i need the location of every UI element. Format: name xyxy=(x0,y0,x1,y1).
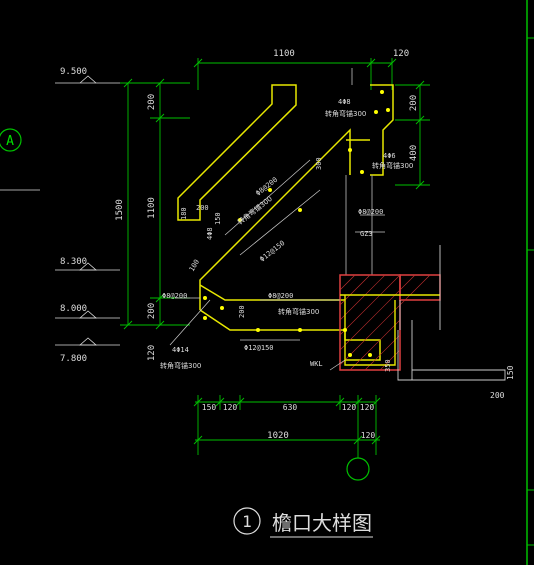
dim-200-top: 200 xyxy=(147,94,157,110)
lower-slab xyxy=(397,245,506,381)
dim-150-bottom: 150 xyxy=(202,403,217,412)
label-rebar-top-note: 转角弯锚300 xyxy=(325,109,366,118)
dim-120-bottom-b: 120 xyxy=(342,403,357,412)
elevation-8000: 8.000 xyxy=(60,304,87,314)
label-slope-bottom: Φ12@150 xyxy=(258,239,286,263)
dim-120-top: 120 xyxy=(393,49,409,59)
lower-axis-bubble xyxy=(346,457,370,481)
column-gz3 xyxy=(345,68,373,275)
rebar-dots xyxy=(203,90,390,357)
bottom-dimension-lines xyxy=(193,395,381,458)
label-horiz-c: Φ12@150 xyxy=(244,344,274,352)
elevation-9500: 9.500 xyxy=(60,67,87,77)
dim-120-bottom-d: 120 xyxy=(361,431,376,440)
label-beam: WKL xyxy=(310,360,323,368)
dim-1100-left: 1100 xyxy=(147,197,157,219)
label-left-b: 4Φ8 xyxy=(206,227,214,240)
elevation-8300: 8.300 xyxy=(60,257,87,267)
dim-150-right: 150 xyxy=(506,365,515,380)
right-dimension-lines xyxy=(395,80,430,190)
dim-120-bottom-a: 120 xyxy=(223,403,238,412)
dim-630-bottom: 630 xyxy=(283,403,298,412)
elevation-markers xyxy=(55,75,120,346)
dim-200-right: 200 xyxy=(409,95,419,111)
label-rebar-mid-note: 转角弯锚300 xyxy=(372,161,413,170)
dim-1020-bottom: 1020 xyxy=(267,431,289,441)
beam-hatch xyxy=(339,274,441,371)
dim-1500: 1500 xyxy=(115,199,125,221)
label-horiz-a: Φ8@200 xyxy=(268,292,293,300)
detail-number-circle xyxy=(233,507,261,535)
label-slope-top-b: 转角弯锚300 xyxy=(236,194,274,227)
dim-200-lower-right: 200 xyxy=(490,391,505,400)
dim-300-small: 300 xyxy=(315,157,323,170)
dim-180-small: 180 xyxy=(180,207,188,220)
label-bottom-b: 转角弯锚300 xyxy=(160,361,201,370)
label-rebar-top: 4Φ8 xyxy=(338,98,351,106)
drawing-title-block: 1 檐口大样图 xyxy=(233,507,373,538)
elevation-7800: 7.800 xyxy=(60,354,87,364)
dim-150-small: 150 xyxy=(214,212,222,225)
dim-200-small-a: 200 xyxy=(196,204,209,212)
detail-number: 1 xyxy=(242,512,252,531)
dim-1100-top: 1100 xyxy=(273,49,295,59)
label-left-a: Φ8@200 xyxy=(162,292,187,300)
dim-120-bottom-c: 120 xyxy=(360,403,375,412)
cornice-outline xyxy=(177,84,394,361)
axis-bubble-a: A xyxy=(0,128,40,191)
dim-400-right: 400 xyxy=(409,145,419,161)
dim-200-small-b: 200 xyxy=(238,305,246,318)
left-dimension-lines xyxy=(120,78,190,330)
drawing-frame xyxy=(526,0,534,565)
dim-350-small: 350 xyxy=(384,359,392,372)
label-horiz-b: 转角弯锚300 xyxy=(278,307,319,316)
label-column: GZ3 xyxy=(360,230,373,238)
dim-100-small: 100 xyxy=(188,258,201,273)
label-rebar-mid: 4Φ6 xyxy=(383,152,396,160)
leader-lines xyxy=(169,159,385,371)
drawing-title: 檐口大样图 xyxy=(272,511,372,535)
axis-label: A xyxy=(6,134,14,149)
top-dimension-lines xyxy=(193,58,397,90)
label-slope-top-a: Φ8@200 xyxy=(254,176,279,198)
label-bottom-a: 4Φ14 xyxy=(172,346,189,354)
label-stirrup: Φ8@200 xyxy=(358,208,383,216)
dim-200-bottom: 200 xyxy=(147,303,157,319)
dim-120-left: 120 xyxy=(147,345,157,361)
